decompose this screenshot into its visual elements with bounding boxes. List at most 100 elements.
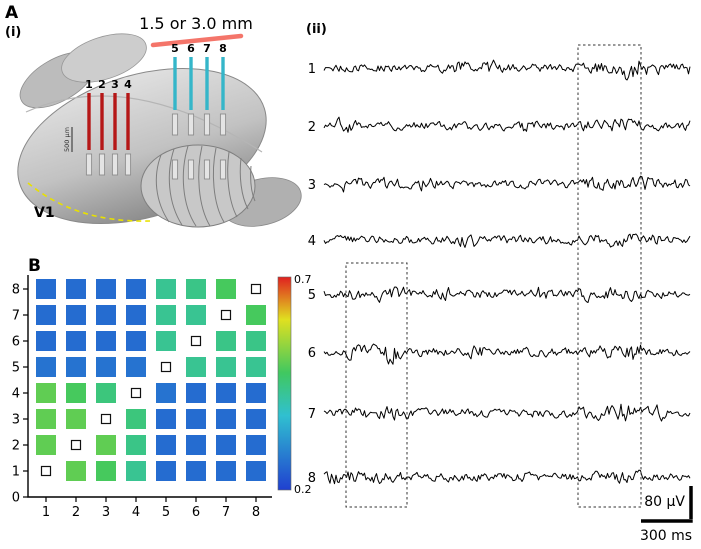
panel-b-label: B: [28, 256, 41, 276]
trace-line-5: [323, 286, 691, 303]
red-electrode-shaft-outline-2: [98, 153, 106, 176]
matrix-cell-r7-c3: [96, 305, 116, 325]
voltage-scale-label: 80 µV: [644, 494, 685, 510]
highlight-box-left: [345, 262, 408, 508]
colorbar-min-label: 0.2: [294, 483, 312, 496]
matrix-cell-r3-c6: [186, 409, 206, 429]
trace-line-2: [323, 116, 691, 133]
matrix-cell-r3-c7: [216, 409, 236, 429]
cyan-electrode-label-6: 6: [187, 42, 195, 55]
matrix-cell-open-r5-c5: [160, 361, 172, 373]
matrix-cell-r7-c6: [186, 305, 206, 325]
cerebellum-fold: [239, 157, 249, 210]
correlation-matrix-group: [36, 279, 266, 481]
trace-line-8: [323, 469, 691, 485]
trace-label-2: 2: [308, 120, 316, 135]
matrix-cell-r1-c8: [246, 461, 266, 481]
y-tick-label-0: 0: [12, 491, 20, 506]
x-tick-label-7: 7: [222, 505, 230, 520]
matrix-cell-r8-c2: [66, 279, 86, 299]
panel-a-label: A: [5, 3, 19, 23]
matrix-cell-r4-c6: [186, 383, 206, 403]
matrix-cell-r1-c2: [66, 461, 86, 481]
brain-shapes: [17, 33, 302, 228]
trace-line-7: [323, 403, 691, 422]
matrix-cell-r6-c2: [66, 331, 86, 351]
matrix-cell-r6-c3: [96, 331, 116, 351]
matrix-cell-r5-c1: [36, 357, 56, 377]
matrix-cell-r2-c8: [246, 435, 266, 455]
cyan-electrode-shaft-outline-8: [219, 113, 227, 136]
matrix-cell-r6-c7: [216, 331, 236, 351]
matrix-cell-r5-c6: [186, 357, 206, 377]
matrix-cell-r1-c5: [156, 461, 176, 481]
matrix-cell-r1-c6: [186, 461, 206, 481]
red-electrode-shaft-outline-3: [111, 153, 119, 176]
trace-line-4: [323, 233, 691, 248]
trace-label-3: 3: [308, 178, 316, 193]
cyan-electrode-deep-outline-8: [219, 159, 227, 180]
y-tick-label-2: 2: [12, 439, 20, 454]
matrix-cell-r2-c5: [156, 435, 176, 455]
x-tick-label-4: 4: [132, 505, 140, 520]
matrix-cell-r2-c4: [126, 435, 146, 455]
matrix-cell-r5-c3: [96, 357, 116, 377]
matrix-cell-r4-c8: [246, 383, 266, 403]
highlight-box-right: [577, 44, 642, 508]
x-tick-label-8: 8: [252, 505, 260, 520]
cerebellum-fold: [250, 165, 256, 202]
matrix-cell-r4-c1: [36, 383, 56, 403]
trace-label-1: 1: [308, 62, 316, 77]
matrix-cell-r2-c1: [36, 435, 56, 455]
v1-boundary-line: [27, 182, 151, 222]
trace-label-5: 5: [308, 288, 316, 303]
matrix-cell-open-r4-c4: [130, 387, 142, 399]
cortex-ridge-line: [25, 95, 263, 153]
trace-label-4: 4: [308, 234, 316, 249]
matrix-cell-r5-c7: [216, 357, 236, 377]
matrix-cell-r5-c2: [66, 357, 86, 377]
trace-line-6: [323, 343, 691, 365]
matrix-cell-open-r8-c8: [250, 283, 262, 295]
matrix-cell-r6-c1: [36, 331, 56, 351]
y-tick-label-5: 5: [12, 361, 20, 376]
distance-bracket-line: [150, 33, 244, 48]
x-tick-label-2: 2: [72, 505, 80, 520]
matrix-cell-r8-c7: [216, 279, 236, 299]
matrix-cell-open-r2-c2: [70, 439, 82, 451]
matrix-cell-open-r6-c6: [190, 335, 202, 347]
cyan-electrode-shaft-outline-7: [203, 113, 211, 136]
red-electrode-label-1: 1: [85, 78, 93, 91]
y-tick-label-1: 1: [12, 465, 20, 480]
matrix-cell-r4-c3: [96, 383, 116, 403]
trace-line-1: [323, 59, 691, 81]
matrix-cell-r3-c2: [66, 409, 86, 429]
cerebellum-fold: [212, 147, 225, 223]
cyan-electrode-deep-outline-5: [171, 159, 179, 180]
cerebellum-fold: [227, 151, 238, 218]
y-tick-label-4: 4: [12, 387, 20, 402]
matrix-cell-r8-c6: [186, 279, 206, 299]
cerebellum-fold: [155, 154, 170, 223]
matrix-cell-r8-c3: [96, 279, 116, 299]
x-tick-label-6: 6: [192, 505, 200, 520]
matrix-cell-r8-c5: [156, 279, 176, 299]
matrix-cell-r6-c4: [126, 331, 146, 351]
matrix-cell-r1-c3: [96, 461, 116, 481]
trace-label-6: 6: [308, 346, 316, 361]
matrix-cell-r7-c5: [156, 305, 176, 325]
trace-label-7: 7: [308, 407, 316, 422]
cyan-electrode-label-5: 5: [171, 42, 179, 55]
matrix-cell-r3-c1: [36, 409, 56, 429]
matrix-cell-open-r3-c3: [100, 413, 112, 425]
y-tick-label-6: 6: [12, 335, 20, 350]
cyan-electrode-deep-outline-6: [187, 159, 195, 180]
time-scale-label: 300 ms: [640, 528, 692, 544]
